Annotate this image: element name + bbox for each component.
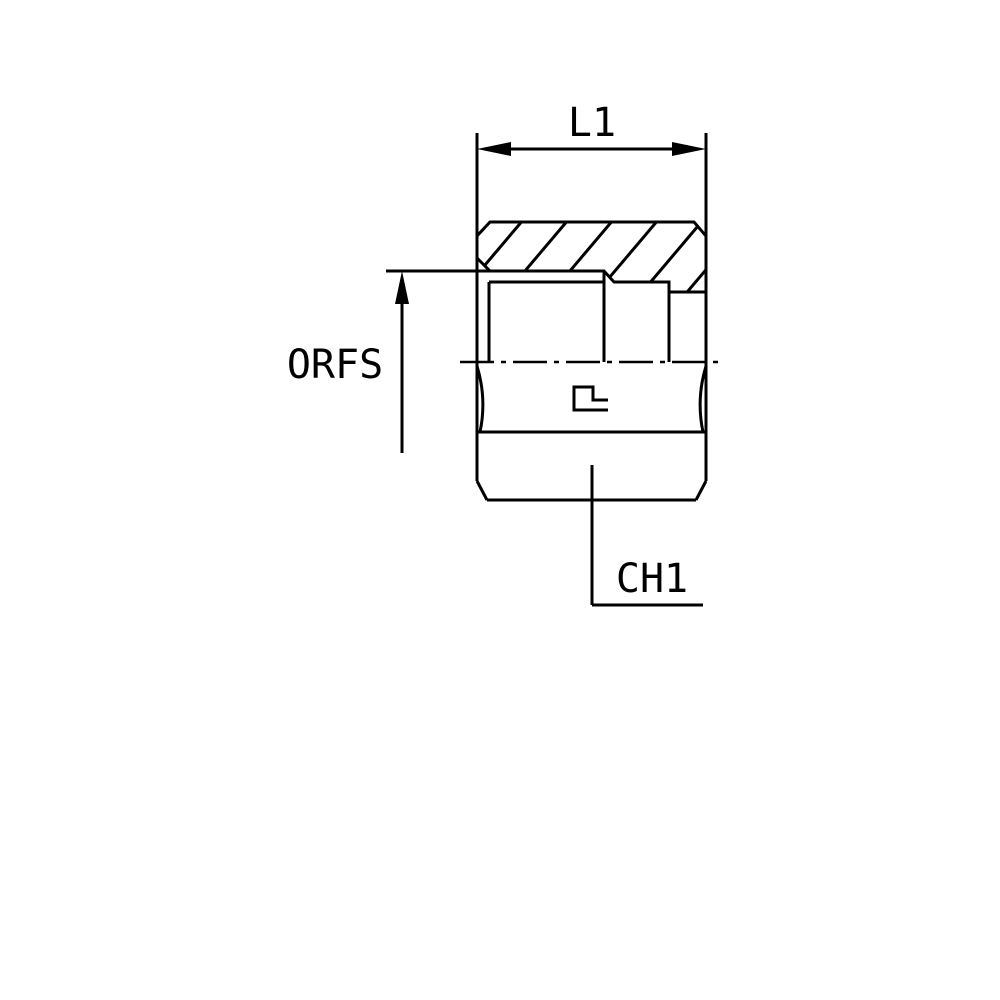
label-orfs: ORFS	[287, 342, 383, 388]
label-ch1: CH1	[616, 556, 688, 602]
dimension-orfs	[386, 269, 604, 453]
section-hatching	[475, 220, 708, 294]
flat-seal-profile-icon	[572, 385, 608, 412]
label-l1: L1	[568, 100, 616, 146]
thread-bore	[487, 271, 671, 362]
leader-ch1	[590, 465, 703, 607]
dimension-l1	[475, 133, 708, 258]
nut-body	[475, 258, 708, 502]
